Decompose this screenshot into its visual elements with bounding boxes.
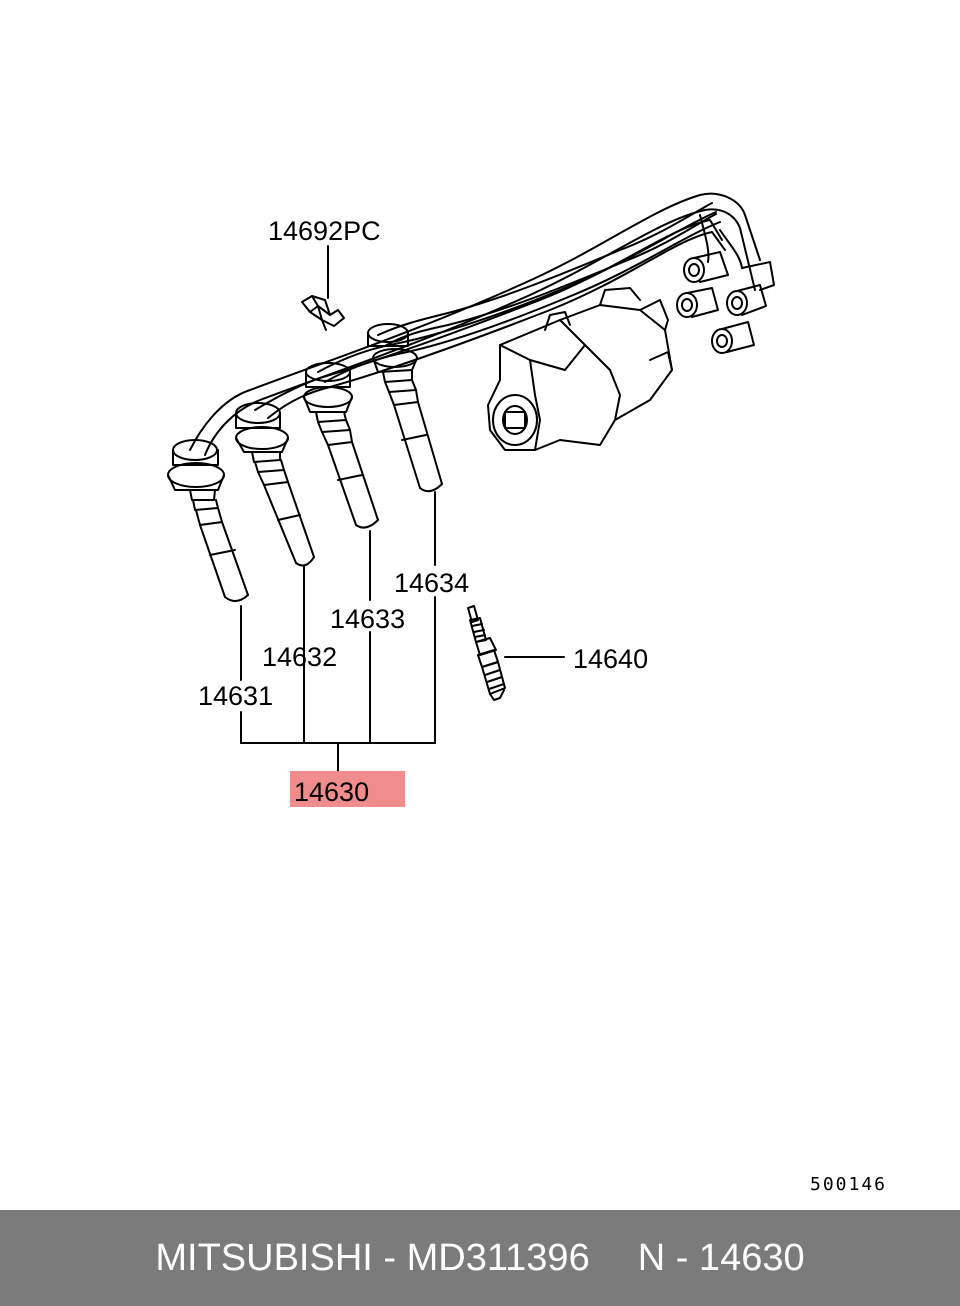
position-label: N - 14630 [637, 1236, 805, 1279]
label-14640: 14640 [573, 644, 648, 674]
distributor [487, 287, 673, 451]
part-footer: MITSUBISHI - MD311396 N - 14630 [0, 1210, 960, 1306]
spark-plug [467, 605, 506, 701]
label-14633: 14633 [330, 604, 405, 634]
leader-lines [240, 245, 565, 772]
label-14631: 14631 [198, 681, 273, 711]
plug-wire-1 [167, 439, 249, 602]
highlight-box [290, 771, 405, 807]
label-14630: 14630 [294, 777, 369, 807]
plug-wire-3 [303, 362, 379, 529]
label-14634: 14634 [394, 568, 469, 598]
diagram-reference: 500146 [810, 1174, 887, 1195]
separator: - [372, 1236, 407, 1279]
cable-clip [301, 295, 345, 331]
label-14632: 14632 [262, 642, 337, 672]
distributor-boots [676, 251, 775, 354]
brand-name: MITSUBISHI [155, 1236, 373, 1279]
plug-wire-4 [367, 323, 443, 493]
parts-diagram: 14692PC 14634 14633 14632 14631 14640 14… [167, 192, 887, 1195]
part-number: MD311396 [406, 1236, 590, 1279]
plug-wire-2 [235, 402, 315, 567]
label-14692pc: 14692PC [268, 216, 381, 246]
